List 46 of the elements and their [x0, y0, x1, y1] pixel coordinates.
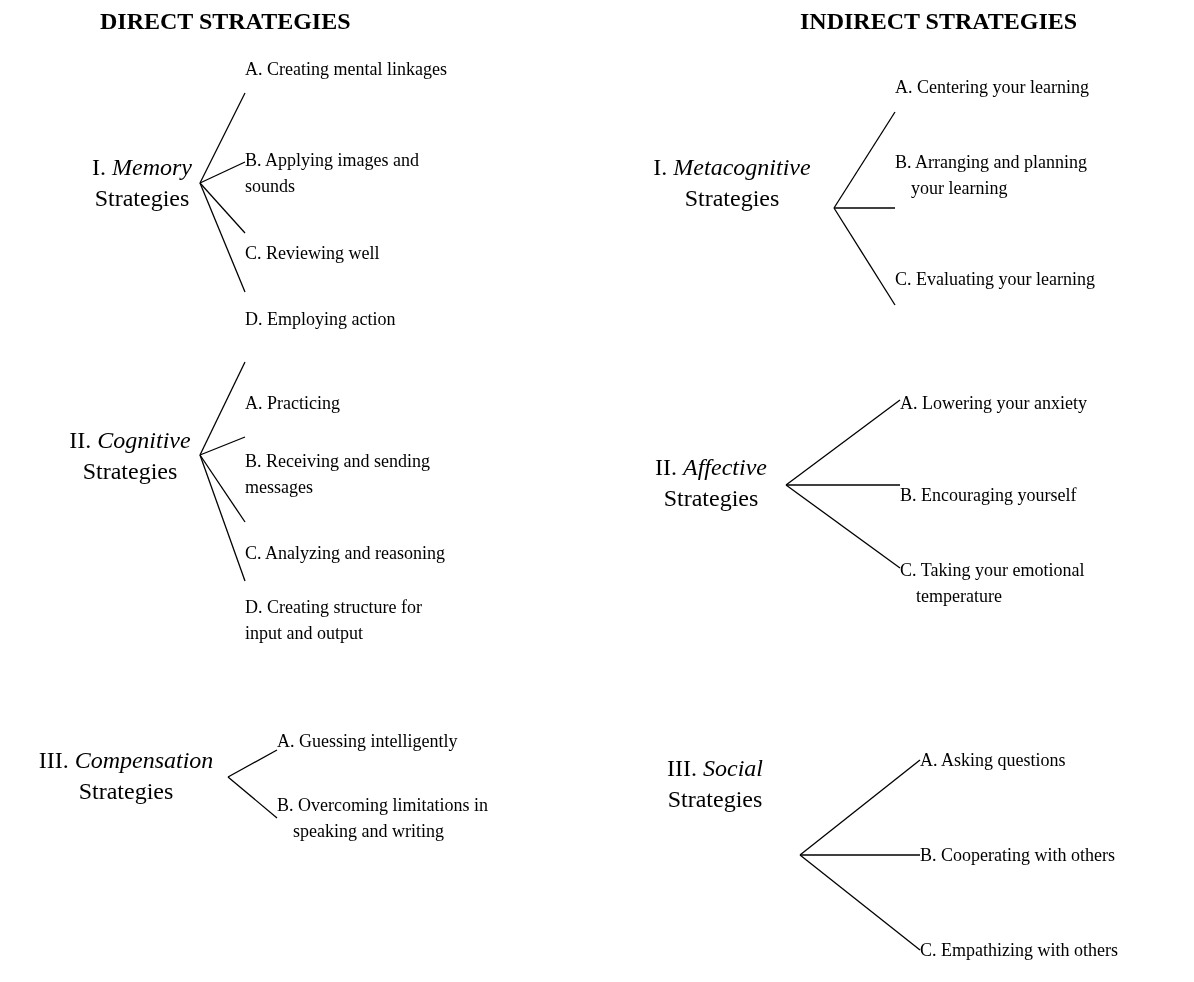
connector-line	[199, 182, 246, 293]
connector-line	[199, 454, 246, 582]
strategy-item: A. Asking questions	[920, 749, 1067, 772]
strategy-item: A. Centering your learning	[895, 76, 1090, 99]
connector-line	[833, 207, 896, 306]
strategy-item: A. Creating mental linkages	[245, 58, 448, 81]
column-heading: DIRECT STRATEGIES	[100, 8, 351, 35]
connector-line	[199, 361, 246, 456]
connector-line	[199, 161, 246, 184]
connector-line	[785, 484, 901, 486]
strategy-item: B. Cooperating with others	[920, 844, 1116, 867]
connector-line	[833, 111, 896, 209]
strategy-item: B. Receiving and sending messages	[245, 450, 431, 499]
category-heading: III. Social Strategies	[666, 754, 764, 814]
strategy-item: C. Taking your emotional temperature	[900, 559, 1086, 608]
strategy-item: B. Overcoming limitations in speaking and writing	[277, 794, 489, 843]
category-heading: I. Memory Strategies	[91, 153, 193, 213]
strategy-item: D. Employing action	[245, 308, 397, 331]
connector-line	[785, 399, 901, 486]
connector-line	[199, 92, 246, 184]
strategy-item: C. Empathizing with others	[920, 939, 1119, 962]
category-heading: I. Metacognitive Strategies	[652, 153, 812, 213]
connector-line	[833, 207, 896, 209]
strategy-item: A. Practicing	[245, 392, 341, 415]
column-heading: INDIRECT STRATEGIES	[800, 8, 1078, 35]
connector-line	[799, 854, 921, 951]
strategy-item: D. Creating structure for input and output	[245, 596, 423, 645]
connector-line	[799, 854, 921, 856]
strategy-item: C. Analyzing and reasoning	[245, 542, 446, 565]
connector-line	[227, 776, 278, 819]
connector-line	[199, 182, 246, 234]
connector-line	[227, 749, 278, 778]
connector-line	[199, 436, 246, 456]
category-heading: II. Affective Strategies	[654, 453, 768, 513]
category-heading: III. Compensation Strategies	[37, 746, 215, 806]
strategy-item: B. Arranging and planning your learning	[895, 151, 1088, 200]
strategy-item: A. Guessing intelligently	[277, 730, 459, 753]
strategy-item: C. Evaluating your learning	[895, 268, 1096, 291]
connector-line	[799, 759, 921, 856]
connector-line	[785, 484, 901, 569]
category-heading: II. Cognitive Strategies	[68, 426, 192, 486]
strategy-item: A. Lowering your anxiety	[900, 392, 1088, 415]
connector-line	[199, 454, 246, 523]
strategy-item: B. Applying images and sounds	[245, 149, 420, 198]
strategy-item: B. Encouraging yourself	[900, 484, 1078, 507]
strategy-item: C. Reviewing well	[245, 242, 381, 265]
